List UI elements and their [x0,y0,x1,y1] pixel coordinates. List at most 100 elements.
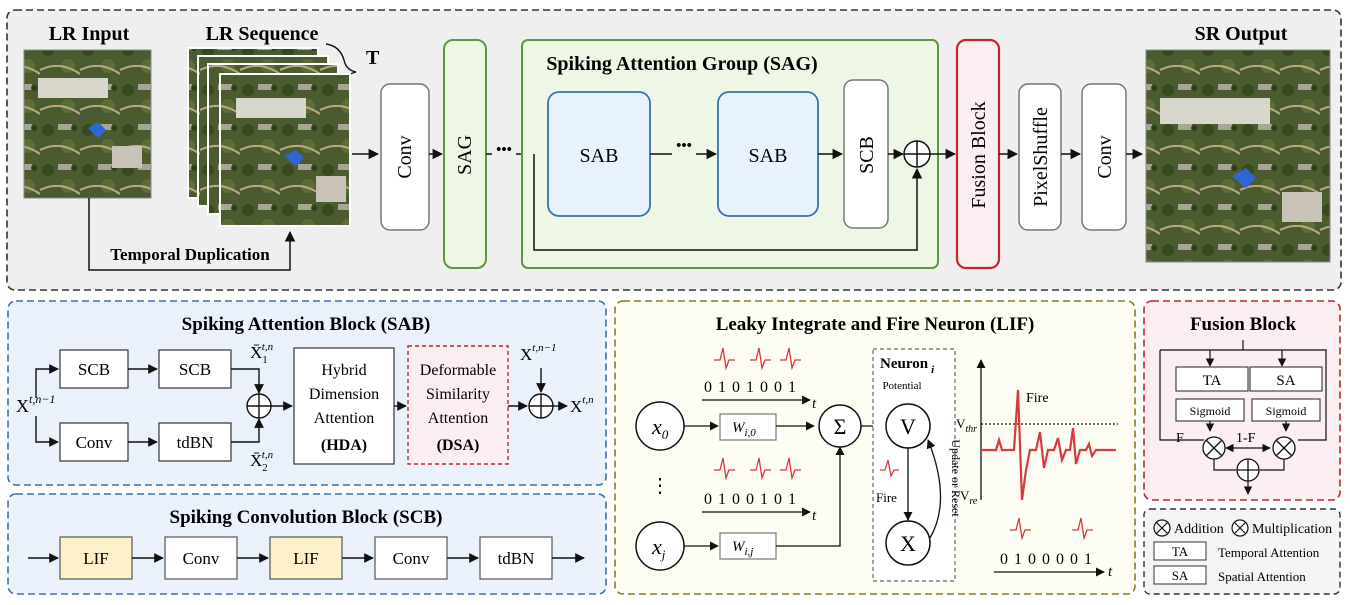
fusion-sa-box [1249,366,1323,392]
sab-tdbn [158,422,232,462]
dsa-block [407,345,509,465]
sab-conv-label: Conv [76,433,113,452]
legend-ta-desc: Temporal Attention [1218,545,1320,560]
legend-multiplication-icon [1231,519,1249,537]
temporal-duplication-arrow [88,198,296,271]
x-output-node [885,520,931,566]
bits-0: 0 1 0 1 0 0 1 [704,379,797,396]
sab-addition-icon-1 [246,393,272,419]
t-axis-j: t [812,508,817,524]
sr-output-image [1145,49,1331,263]
conv-out-label: Conv [1094,135,1116,178]
sab-x1: X̄1t,n [250,341,274,366]
conv-block [380,83,430,231]
output-spike-train [1010,517,1093,541]
vthr-label: Vthr [956,416,977,435]
hda-line-3: Attention [314,410,374,427]
sab-x2: X̄2t,n [250,449,274,474]
spike-train-j [714,457,801,481]
dsa-line-3: Attention [428,410,488,427]
sab-xres: Xt,n−1 [520,342,557,364]
legend-addition-label: Addition [1174,522,1224,537]
sigma-label: Σ [834,414,847,439]
sag-skip-arrow [533,154,923,251]
x-output-label: X [900,531,916,556]
legend-sa-desc: Spatial Attention [1218,569,1306,584]
membrane-potential-trace [982,389,1116,501]
scb-label: SCB [856,136,878,174]
wj-label: Wi,j [732,539,753,558]
sab-tdbn-label: tdBN [177,433,214,452]
fusion-multiply-icon-1 [1202,436,1226,460]
w0-label: Wi,0 [732,420,756,439]
hda-block [293,347,395,465]
bits-j: 0 1 0 0 1 0 1 [704,491,797,508]
scb-conv-1 [164,536,238,580]
sag-label: SAG [454,135,476,175]
sab-conv [59,422,129,462]
lr-input-image [23,49,152,199]
xj-label: xj [651,534,666,562]
scb-conv-1-label: Conv [183,549,220,568]
sab-scb-a-label: SCB [78,360,110,379]
scb-lif-2 [269,536,343,580]
w0-box [719,413,777,441]
sab-xout: Xt,n [570,394,594,416]
scb-tdbn [479,536,553,580]
scb-lif-1-label: LIF [83,549,109,568]
sag-group-title: Spiking Attention Group (SAG) [546,53,817,75]
pixelshuffle-block [1018,83,1062,231]
temporal-duplication-label: Temporal Duplication [110,245,270,264]
scb-conv-2 [374,536,448,580]
fusion-sigmoid-1-label: Sigmoid [1190,404,1231,418]
lr-sequence-label: LR Sequence [206,23,319,45]
scb-lif-2-label: LIF [293,549,319,568]
lr-sequence-stack [187,47,351,227]
legend-ta-box [1153,541,1207,561]
dsa-line-1: Deformable [420,362,496,379]
conv-out-block [1081,83,1127,231]
fire-spike-icon [880,459,899,479]
hda-line-1: Hybrid [321,362,366,379]
dsa-line-4: (DSA) [437,437,480,454]
sab-addition-icon-2 [528,393,554,419]
t-label: T [366,47,380,69]
spike-train-0 [714,347,801,371]
fusion-1f-label: 1-F [1236,431,1256,446]
fusion-ta-box [1175,366,1249,392]
sab-scb-b [158,349,232,389]
bits-out: 0 1 0 0 0 0 1 [1000,551,1093,568]
scb-tdbn-label: tdBN [498,549,535,568]
lif-panel-title: Leaky Integrate and Fire Neuron (LIF) [716,314,1035,335]
sag-ellipsis: ••• [496,142,512,158]
legend-sa-label: SA [1172,568,1189,583]
fire-top-label: Fire [1026,391,1049,406]
legend-sa-box [1153,565,1207,585]
fusion-sa-label: SA [1276,373,1295,389]
wj-box [719,532,777,560]
update-reset-label: Update or Reset [949,439,963,517]
fusion-multiply-icon-2 [1272,436,1296,460]
t-axis-out: t [1108,564,1113,580]
dsa-line-2: Similarity [426,386,490,403]
lr-input-label: LR Input [49,23,130,45]
fusion-block-label: Fusion Block [968,101,990,208]
potential-label: Potential [882,380,921,392]
fusion-ta-label: TA [1203,373,1222,389]
hda-line-2: Dimension [309,386,379,403]
vdots: ⋮ [650,475,670,497]
scb-panel-title: Spiking Convolution Block (SCB) [170,507,443,528]
conv-label: Conv [394,135,416,178]
fire-left-label: Fire [876,490,897,505]
sag-addition-icon [903,140,931,168]
fusion-addition-icon [1236,458,1260,482]
fusion-sigmoid-2-label: Sigmoid [1266,404,1307,418]
sr-output-label: SR Output [1195,23,1288,45]
hda-line-4: (HDA) [321,437,367,454]
scb-conv-2-label: Conv [393,549,430,568]
vre-label: Vre [960,488,978,507]
fusion-panel-title: Fusion Block [1190,314,1297,335]
sab-1-label: SAB [580,145,619,167]
